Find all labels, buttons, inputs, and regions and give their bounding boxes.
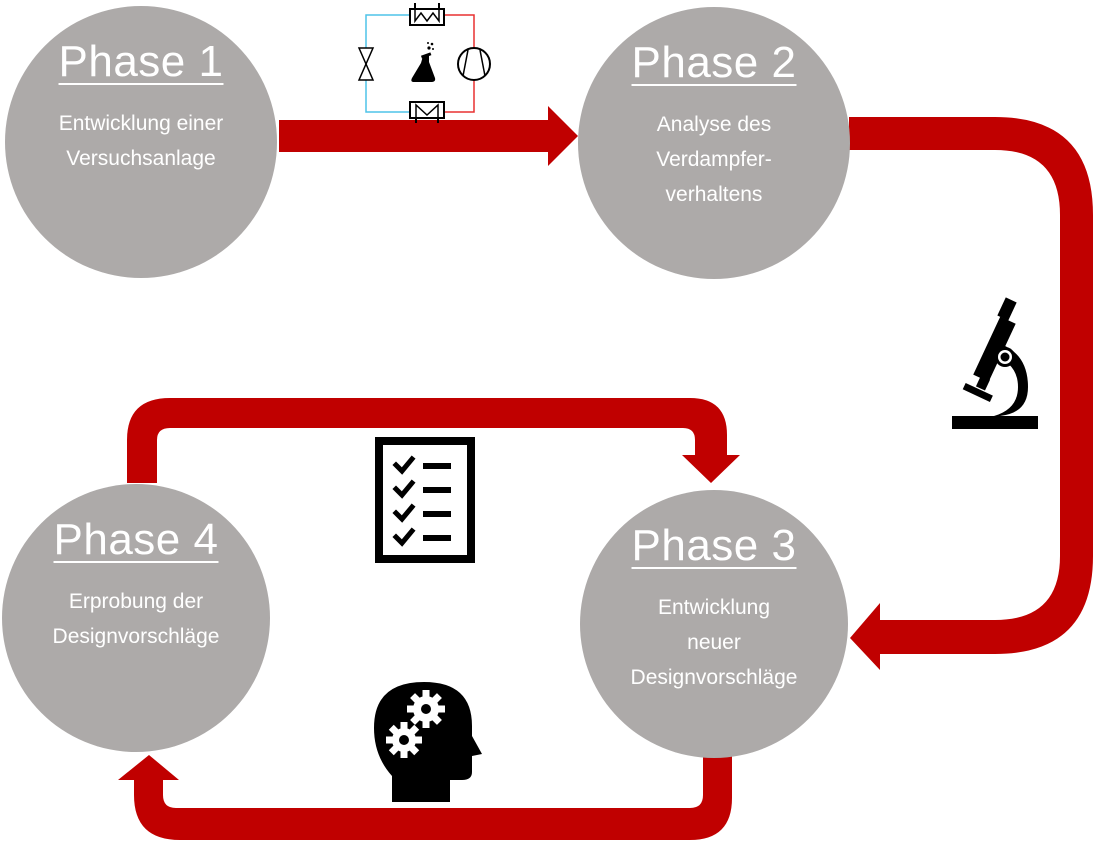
phase-4-title: Phase 4 [53, 515, 219, 564]
phase-1-circle: Phase 1 Entwicklung einer Versuchsanlage [5, 6, 277, 278]
condenser-symbol [409, 3, 445, 26]
refrigeration-cycle-icon [357, 3, 491, 123]
expansion-valve-symbol [357, 47, 375, 81]
phase-3-description-line: neuer [687, 631, 741, 654]
phase-1-description: Entwicklung einer Versuchsanlage [51, 106, 232, 176]
phase-3-circle: Phase 3 Entwicklung neuer Designvorschlä… [580, 490, 848, 758]
phase-2-description-line: Analyse des [656, 113, 772, 136]
phase-4-circle: Phase 4 Erprobung der Designvorschläge [2, 484, 270, 752]
phase-2-description-line: Verdampfer- [656, 148, 772, 171]
phase-3-description: Entwicklung neuer Designvorschläge [623, 590, 806, 695]
phase-1-title: Phase 1 [58, 37, 224, 86]
arrow-phase4-to-phase3 [127, 398, 740, 483]
phase-1-description-line: Entwicklung einer [58, 112, 224, 135]
phase-3-description-line: Entwicklung [657, 596, 771, 619]
checklist-icon [375, 437, 475, 563]
gear-icon [407, 690, 445, 728]
microscope-icon [952, 297, 1038, 429]
phase-3-title: Phase 3 [631, 521, 797, 570]
phase-4-description: Erprobung der Designvorschläge [45, 584, 228, 654]
compressor-symbol [457, 47, 491, 81]
arrow-phase1-to-phase2 [279, 106, 578, 166]
phase-2-description: Analyse des Verdampfer- verhaltens [648, 107, 780, 212]
phase-2-description-line: verhaltens [665, 183, 763, 206]
phase-2-circle: Phase 2 Analyse des Verdampfer- verhalte… [578, 7, 850, 279]
phase-1-description-line: Versuchsanlage [66, 147, 216, 170]
phase-2-title: Phase 2 [631, 38, 797, 87]
phase-3-description-line: Designvorschläge [630, 666, 798, 689]
phase-4-description-line: Designvorschläge [52, 625, 220, 648]
evaporator-symbol [409, 101, 445, 123]
head-gears-icon [374, 682, 482, 802]
phase-4-description-line: Erprobung der [68, 590, 204, 613]
arrow-phase3-to-phase4 [118, 755, 732, 840]
gear-icon [386, 722, 422, 758]
flask-icon [411, 42, 436, 82]
arrow-phase2-to-phase3 [849, 117, 1093, 670]
